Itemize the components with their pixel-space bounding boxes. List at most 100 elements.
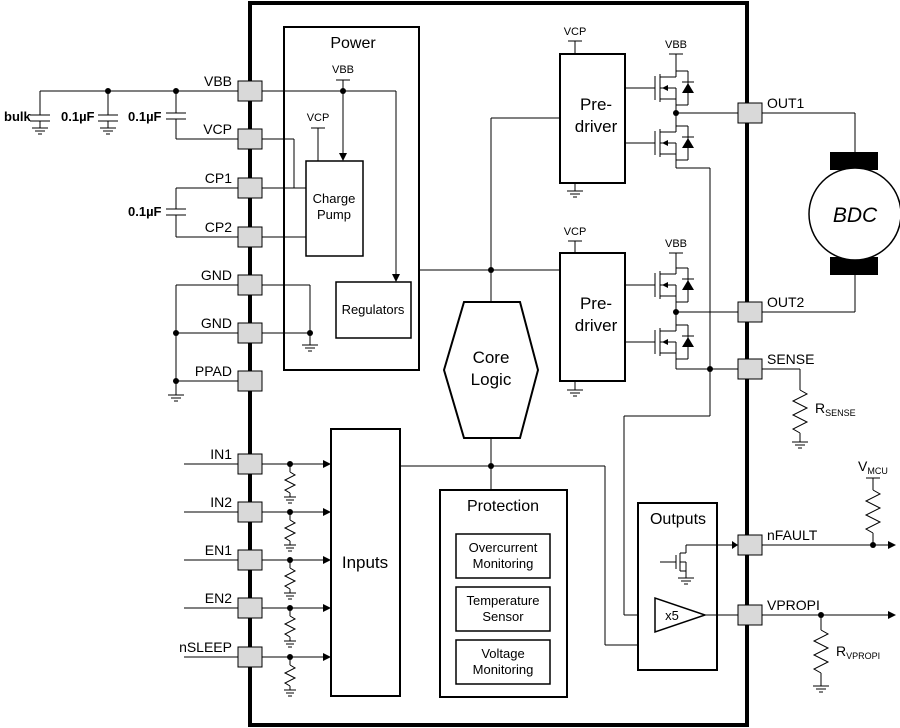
pin-label-vcp-1: VCP (203, 121, 232, 137)
pin-label-ppad-6: PPAD (195, 363, 232, 379)
pin-pad-gnd-4 (237, 274, 263, 296)
pin-label-cp2-3: CP2 (205, 219, 232, 235)
voltage-label-2: Monitoring (473, 662, 534, 677)
overcurrent-label-2: Monitoring (473, 556, 534, 571)
input-pulldowns (262, 460, 331, 697)
cp-cap-label: 0.1µF (128, 204, 162, 219)
motor (762, 112, 900, 313)
hbridge-1-vbb: VBB (665, 39, 687, 51)
predriver-2-block (559, 252, 626, 382)
predriver-1-label-2: driver (575, 117, 618, 136)
pin-label-en2-10: EN2 (205, 590, 232, 606)
core-logic-block (442, 301, 540, 439)
power-vcp-label: VCP (307, 112, 330, 124)
temperature-label-2: Sensor (482, 609, 524, 624)
nfault-pullup (762, 477, 896, 549)
pin-pad-in2-8 (237, 501, 263, 523)
pin-pad-out1 (737, 102, 763, 124)
predriver-2-label-2: driver (575, 316, 618, 335)
overcurrent-label-1: Overcurrent (469, 540, 538, 555)
charge-pump-label-1: Charge (313, 191, 356, 206)
pin-pad-nsleep-11 (237, 646, 263, 668)
pin-label-in1-7: IN1 (210, 446, 232, 462)
pin-pad-vbb-0 (237, 80, 263, 102)
power-vbb-label: VBB (332, 64, 354, 76)
input-pulldown-0 (262, 460, 331, 504)
fet-ls-2 (625, 324, 694, 360)
core-logic-label-2: Logic (471, 370, 512, 389)
motor-label: BDC (833, 204, 878, 227)
core-logic-wiring (400, 117, 638, 646)
inputs-label: Inputs (342, 553, 388, 572)
regulators-block (335, 281, 412, 339)
pin-pad-vpropi (737, 604, 763, 626)
charge-pump-label-2: Pump (317, 207, 351, 222)
pin-pad-vcp-1 (237, 128, 263, 150)
input-wires-external (184, 463, 248, 658)
fet-ls-1 (625, 125, 694, 161)
temperature-label-1: Temperature (467, 593, 540, 608)
ground-wiring-external (168, 284, 248, 402)
inputs-block (330, 428, 401, 697)
hbridge-2-vbb: VBB (665, 238, 687, 250)
pin-pad-ppad-6 (237, 370, 263, 392)
input-pulldown-3 (262, 604, 331, 648)
fet-hs-1 (625, 70, 694, 106)
pin-label-in2-8: IN2 (210, 494, 232, 510)
pin-pad-cp1-2 (237, 177, 263, 199)
predriver-1-block (559, 53, 626, 184)
pin-label-en1-9: EN1 (205, 542, 232, 558)
vpropi-amplifier (654, 596, 738, 634)
left-pin-pads (237, 80, 263, 668)
pin-pad-nfault (737, 534, 763, 556)
core-logic-label-1: Core (473, 348, 510, 367)
pin-pad-sense (737, 358, 763, 380)
pin-label-out2: OUT2 (767, 294, 805, 310)
rvpropi-sub: VPROPI (846, 651, 880, 661)
pin-label-out1: OUT1 (767, 95, 805, 111)
rsense-main: R (815, 400, 825, 416)
bulk-cap-label: bulk (4, 109, 31, 124)
vmcu-label: VMCU (858, 458, 888, 476)
power-title: Power (330, 35, 376, 52)
pin-pad-gnd-5 (237, 322, 263, 344)
amp-gain-label: x5 (665, 608, 679, 623)
input-pulldown-2 (262, 556, 331, 600)
pin-label-nsleep-11: nSLEEP (179, 639, 232, 655)
charge-pump-block (305, 160, 364, 257)
pin-pad-en2-10 (237, 597, 263, 619)
pin-label-sense: SENSE (767, 351, 814, 367)
predriver-2-supply: VCP (564, 226, 587, 397)
cap1-label: 0.1µF (61, 109, 95, 124)
voltage-label-1: Voltage (481, 646, 524, 661)
output-wiring (623, 110, 738, 616)
rsense-label: RSENSE (815, 400, 856, 418)
right-pin-pads (737, 102, 763, 626)
fet-hs-2 (625, 267, 694, 303)
input-pulldown-4 (262, 653, 331, 697)
predriver-1-label-1: Pre- (580, 95, 612, 114)
rvpropi-main: R (836, 643, 846, 659)
pin-pad-in1-7 (237, 453, 263, 475)
predriver-1-vcp: VCP (564, 26, 587, 38)
charge-pump-capacitor (166, 187, 248, 238)
input-pulldown-1 (262, 508, 331, 552)
temperature-block (455, 586, 551, 632)
vmcu-main: V (858, 458, 868, 474)
pin-label-vpropi: VPROPI (767, 597, 820, 613)
pin-label-nfault: nFAULT (767, 527, 818, 543)
predriver-2-vcp: VCP (564, 226, 587, 238)
predriver-1-supply: VCP (564, 26, 587, 198)
pin-label-gnd-4: GND (201, 267, 232, 283)
vmcu-sub: MCU (867, 466, 888, 476)
pin-label-gnd-5: GND (201, 315, 232, 331)
pin-pad-en1-9 (237, 549, 263, 571)
pin-pad-cp2-3 (237, 226, 263, 248)
cap2-label: 0.1µF (128, 109, 162, 124)
vpropi-resistor (762, 611, 896, 693)
pin-label-vbb-0: VBB (204, 73, 232, 89)
nfault-fet (660, 541, 738, 585)
